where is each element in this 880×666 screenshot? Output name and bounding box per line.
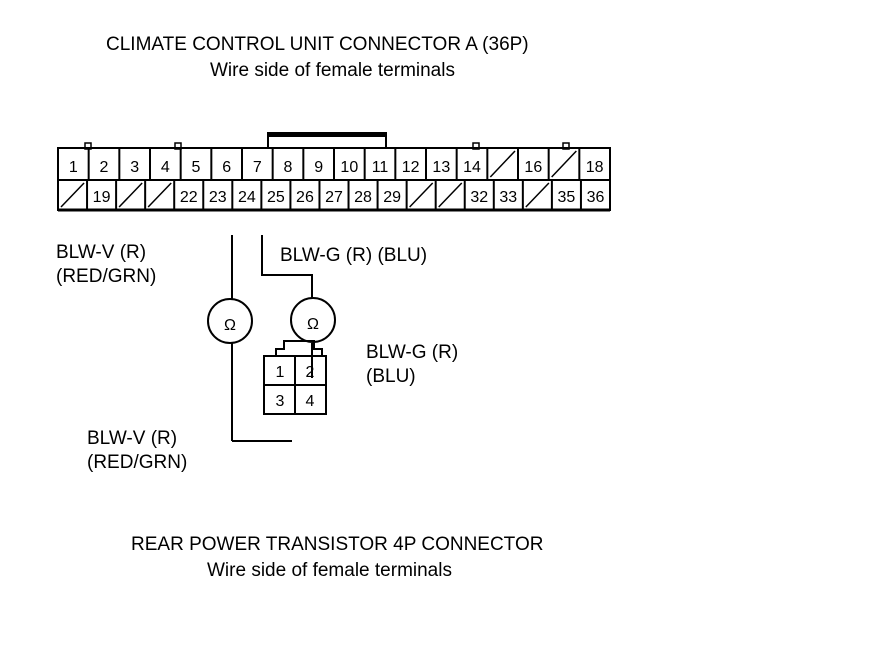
row1-blank-cell: [489, 150, 516, 178]
row2-terminal-28: 28: [354, 189, 372, 206]
wire-label-blw-g-right-2: (BLU): [366, 366, 416, 387]
row1-terminal-12: 12: [402, 159, 420, 176]
wire-blw-v: [231, 235, 292, 442]
pin-3-label: 3: [276, 393, 285, 410]
row1-terminal-16: 16: [524, 159, 542, 176]
pin-1-label: 1: [276, 364, 285, 381]
row2-terminal-24: 24: [238, 189, 256, 206]
top-connector-title: CLIMATE CONTROL UNIT CONNECTOR A (36P): [106, 34, 529, 55]
row2-blank-cell: [409, 182, 434, 208]
row1-terminal-8: 8: [284, 159, 293, 176]
ohm-symbol-left: Ω: [224, 317, 236, 334]
row1-terminal-1: 1: [69, 159, 78, 176]
row1-terminal-13: 13: [432, 159, 450, 176]
top-connector-subtitle: Wire side of female terminals: [210, 60, 455, 81]
row1-blank-cell: [551, 150, 577, 178]
row1-terminal-9: 9: [314, 159, 323, 176]
wire-label-blw-v-lower-1: BLW-V (R): [87, 428, 178, 449]
row2-blank-cell: [147, 182, 172, 208]
row2-blank-cell: [60, 182, 85, 208]
wire-label-blw-v-lower-2: (RED/GRN): [87, 452, 188, 473]
wire-blw-g: [261, 235, 313, 378]
row1-terminal-10: 10: [340, 159, 358, 176]
wire-label-blw-g-right-1: BLW-G (R): [366, 342, 459, 363]
row1-terminal-7: 7: [253, 159, 262, 176]
row2-terminal-22: 22: [180, 189, 198, 206]
bottom-connector: 1 2 3 4: [263, 340, 327, 415]
row2-terminal-23: 23: [209, 189, 227, 206]
wire-label-blw-v-upper-1: BLW-V (R): [56, 242, 147, 263]
row2-terminal-35: 35: [558, 189, 576, 206]
row2-terminal-26: 26: [296, 189, 314, 206]
row1-terminal-2: 2: [100, 159, 109, 176]
row1-terminal-6: 6: [222, 159, 231, 176]
row2-blank-cell: [438, 182, 463, 208]
row1-terminal-5: 5: [192, 159, 201, 176]
row2-terminal-32: 32: [470, 189, 488, 206]
bottom-connector-title: REAR POWER TRANSISTOR 4P CONNECTOR: [131, 534, 544, 555]
row1-terminal-11: 11: [372, 159, 389, 176]
row2-blank-cell: [525, 182, 550, 208]
row1-terminal-4: 4: [161, 159, 170, 176]
row1-terminal-18: 18: [586, 159, 604, 176]
wire-label-blw-v-upper-2: (RED/GRN): [56, 266, 157, 287]
row2-blank-cell: [118, 182, 143, 208]
pin-2-label: 2: [306, 364, 315, 381]
ohmmeter-right: Ω: [290, 297, 336, 343]
row2-terminal-27: 27: [325, 189, 343, 206]
row2-terminal-25: 25: [267, 189, 285, 206]
pin-4-label: 4: [306, 393, 315, 410]
bottom-connector-subtitle: Wire side of female terminals: [207, 560, 452, 581]
wire-label-blw-g-upper: BLW-G (R) (BLU): [280, 245, 428, 266]
row1-terminal-3: 3: [130, 159, 139, 176]
row2-terminal-36: 36: [587, 189, 605, 206]
row2-terminal-29: 29: [383, 189, 401, 206]
row1-terminal-14: 14: [463, 159, 481, 176]
ohmmeter-left: Ω: [207, 298, 253, 344]
row2-terminal-33: 33: [499, 189, 517, 206]
row2-terminal-19: 19: [93, 189, 111, 206]
ohm-symbol-right: Ω: [307, 316, 319, 333]
